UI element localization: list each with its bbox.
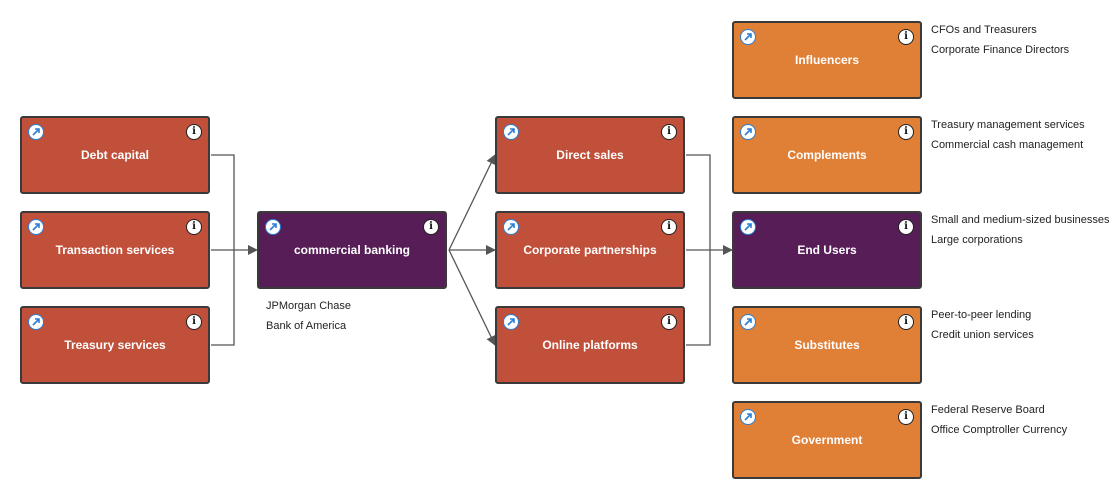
- connector-to-online-platforms: [448, 249, 496, 346]
- external-link-icon[interactable]: [503, 219, 519, 235]
- external-link-icon[interactable]: [28, 124, 44, 140]
- note-item: Commercial cash management: [931, 139, 1084, 151]
- node-label: Substitutes: [794, 338, 860, 352]
- info-icon[interactable]: i: [898, 409, 914, 425]
- note-item: Treasury management services: [931, 119, 1085, 131]
- info-icon[interactable]: i: [898, 219, 914, 235]
- node-label: commercial banking: [293, 243, 411, 257]
- info-icon[interactable]: i: [898, 314, 914, 330]
- node-label: Transaction services: [55, 243, 175, 257]
- connector-to-direct-sales: [448, 154, 496, 251]
- external-link-icon[interactable]: [740, 314, 756, 330]
- substitutes-notes: Peer-to-peer lending Credit union servic…: [931, 305, 1034, 345]
- node-transaction-services[interactable]: i Transaction services: [20, 211, 210, 289]
- external-link-icon[interactable]: [503, 124, 519, 140]
- node-label: Corporate partnerships: [523, 243, 657, 257]
- node-complements[interactable]: i Complements: [732, 116, 922, 194]
- node-label: Online platforms: [542, 338, 638, 352]
- government-notes: Federal Reserve Board Office Comptroller…: [931, 400, 1067, 440]
- note-item: Bank of America: [266, 320, 347, 332]
- end-users-notes: Small and medium-sized businesses Large …: [931, 210, 1110, 250]
- node-influencers[interactable]: i Influencers: [732, 21, 922, 99]
- note-item: Peer-to-peer lending: [931, 309, 1032, 321]
- node-label: Treasury services: [64, 338, 166, 352]
- info-icon[interactable]: i: [186, 219, 202, 235]
- node-government[interactable]: i Government: [732, 401, 922, 479]
- complements-notes: Treasury management services Commercial …: [931, 115, 1085, 155]
- info-icon[interactable]: i: [898, 124, 914, 140]
- commercial-banking-notes: JPMorgan Chase Bank of America: [266, 296, 351, 336]
- node-direct-sales[interactable]: i Direct sales: [495, 116, 685, 194]
- connector-online-platforms-out: [686, 250, 711, 346]
- note-item: JPMorgan Chase: [266, 300, 351, 312]
- node-commercial-banking[interactable]: i commercial banking: [257, 211, 447, 289]
- node-label: Influencers: [794, 53, 860, 67]
- note-item: Corporate Finance Directors: [931, 44, 1070, 56]
- node-label: End Users: [797, 243, 857, 257]
- external-link-icon[interactable]: [740, 409, 756, 425]
- external-link-icon[interactable]: [740, 29, 756, 45]
- note-item: CFOs and Treasurers: [931, 24, 1037, 36]
- external-link-icon[interactable]: [28, 314, 44, 330]
- note-item: Federal Reserve Board: [931, 404, 1045, 416]
- external-link-icon[interactable]: [265, 219, 281, 235]
- external-link-icon[interactable]: [740, 124, 756, 140]
- node-label: Complements: [787, 148, 867, 162]
- influencers-notes: CFOs and Treasurers Corporate Finance Di…: [931, 20, 1069, 60]
- external-link-icon[interactable]: [740, 219, 756, 235]
- connector-direct-sales-out: [686, 154, 711, 250]
- note-item: Office Comptroller Currency: [931, 424, 1068, 436]
- node-label: Debt capital: [80, 148, 149, 162]
- note-item: Credit union services: [931, 329, 1034, 341]
- node-treasury-services[interactable]: i Treasury services: [20, 306, 210, 384]
- info-icon[interactable]: i: [661, 314, 677, 330]
- node-label: Direct sales: [556, 148, 624, 162]
- note-item: Small and medium-sized businesses: [931, 214, 1110, 226]
- info-icon[interactable]: i: [186, 314, 202, 330]
- node-debt-capital[interactable]: i Debt capital: [20, 116, 210, 194]
- info-icon[interactable]: i: [423, 219, 439, 235]
- connector-debt-capital: [211, 154, 235, 250]
- info-icon[interactable]: i: [661, 124, 677, 140]
- node-label: Government: [791, 433, 863, 447]
- node-corporate-partnerships[interactable]: i Corporate partnerships: [495, 211, 685, 289]
- note-item: Large corporations: [931, 234, 1023, 246]
- node-end-users[interactable]: i End Users: [732, 211, 922, 289]
- node-substitutes[interactable]: i Substitutes: [732, 306, 922, 384]
- info-icon[interactable]: i: [661, 219, 677, 235]
- external-link-icon[interactable]: [503, 314, 519, 330]
- external-link-icon[interactable]: [28, 219, 44, 235]
- info-icon[interactable]: i: [898, 29, 914, 45]
- connector-treasury-services: [211, 250, 235, 346]
- node-online-platforms[interactable]: i Online platforms: [495, 306, 685, 384]
- info-icon[interactable]: i: [186, 124, 202, 140]
